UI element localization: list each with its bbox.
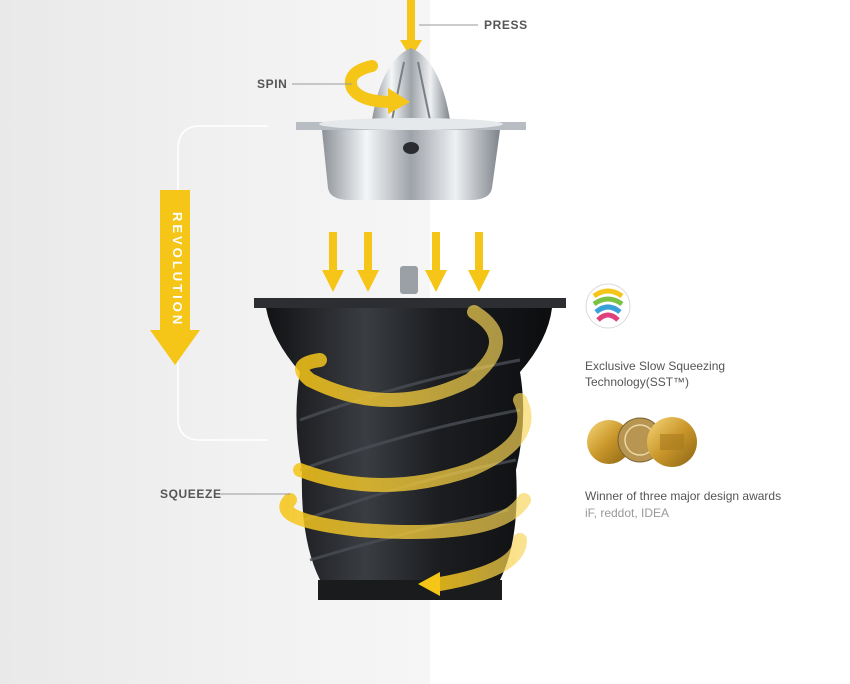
sst-logo-icon [585,283,631,329]
awards-title: Winner of three major design awards [585,489,782,503]
spin-label: SPIN [257,77,288,91]
award-medals-icon [587,417,697,467]
awards-list: iF, reddot, IDEA [585,506,670,520]
sst-text-line1: Exclusive Slow Squeezing [585,359,726,373]
revolution-label: REVOLUTION [170,212,185,328]
spiral-ribbon [279,305,532,591]
reamer-cone [372,48,450,121]
spin-arrow-icon [345,60,398,108]
squeeze-label: SQUEEZE [160,487,222,501]
sst-text-line2: Technology(SST™) [585,375,690,389]
ribbon-arrowhead-icon [418,572,440,596]
spin-arrowhead-icon [388,88,410,114]
squeeze-arrows [322,232,490,292]
press-label: PRESS [484,18,528,32]
revolution-bracket [177,125,268,441]
revolution-arrow [150,190,200,365]
steel-bowl [296,118,526,200]
